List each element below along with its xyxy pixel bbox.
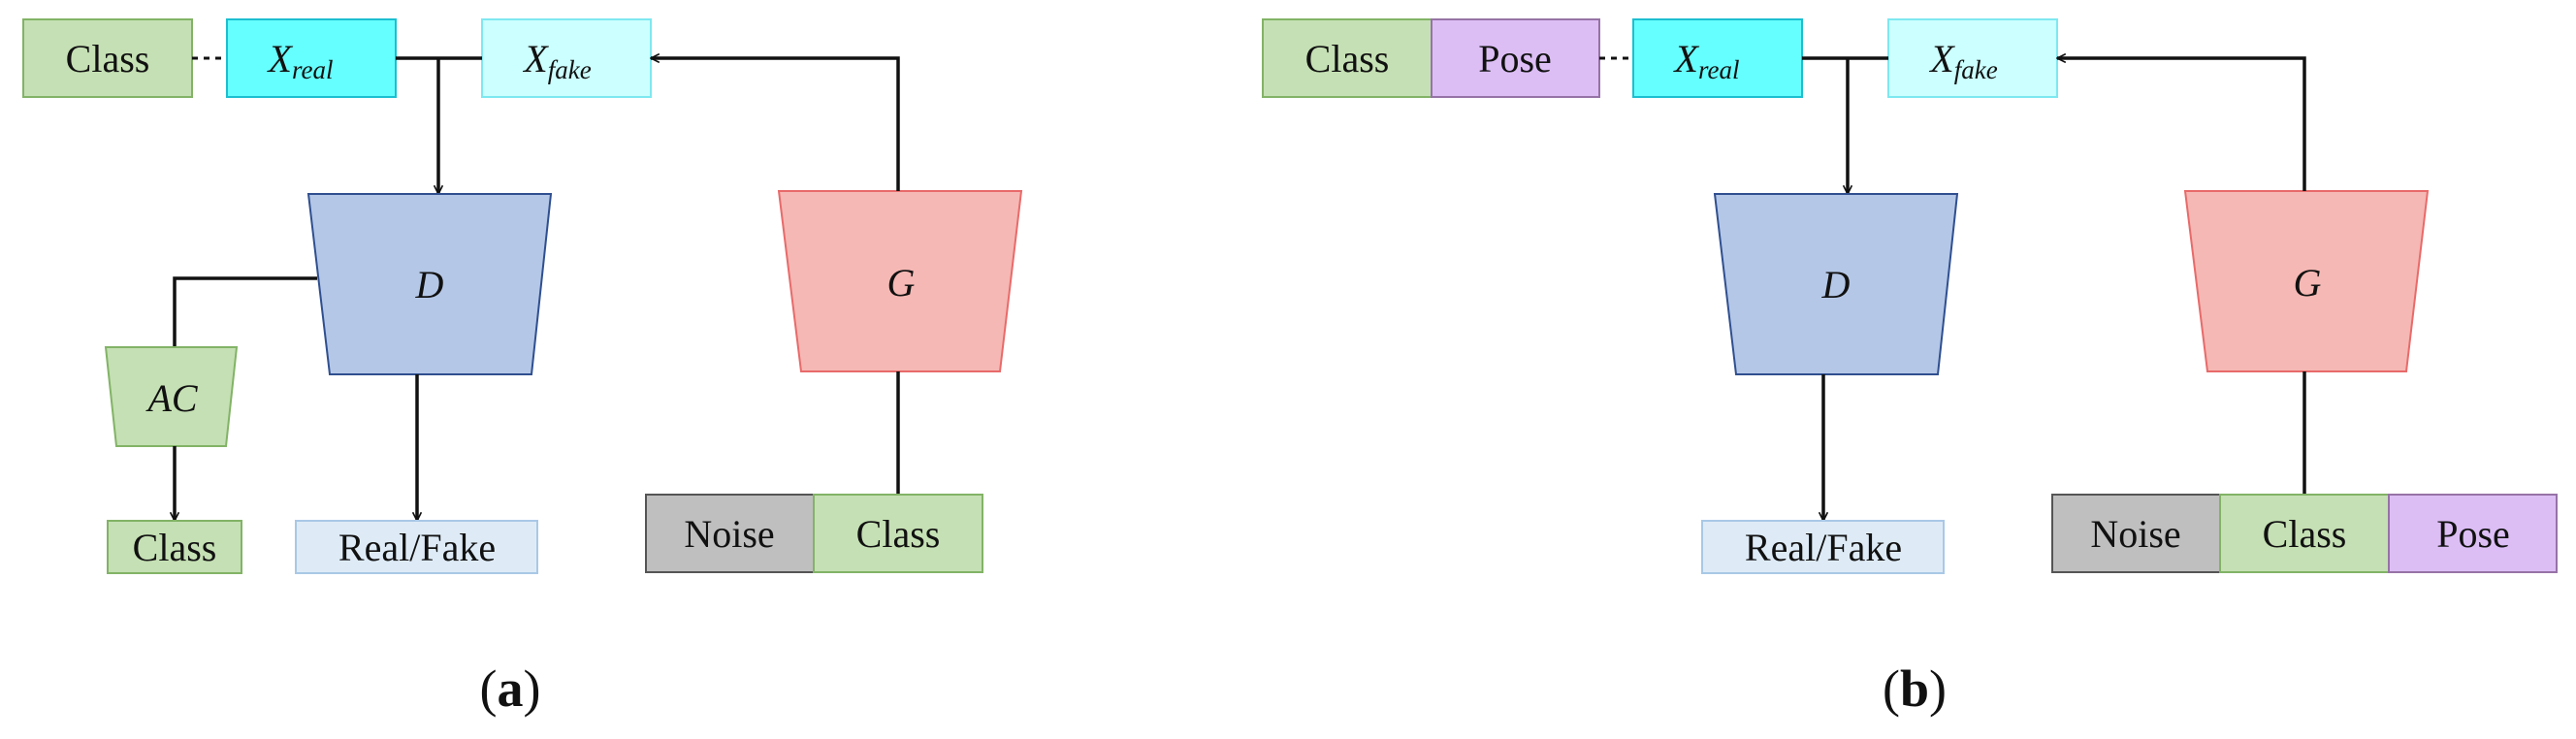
svg-text:G: G: [887, 261, 916, 305]
svg-text:Real/Fake: Real/Fake: [338, 526, 496, 569]
real-pose-box: Pose: [1431, 18, 1600, 98]
x-real-box: Xreal: [226, 18, 397, 98]
generator: G: [2183, 190, 2430, 372]
svg-text:Noise: Noise: [2090, 512, 2180, 556]
svg-text:Class: Class: [856, 512, 941, 556]
noise-box: Noise: [2051, 494, 2221, 573]
generator: G: [777, 190, 1023, 372]
svg-text:Pose: Pose: [2436, 512, 2510, 556]
discriminator: D: [1713, 193, 1959, 375]
svg-text:Pose: Pose: [1478, 37, 1552, 80]
svg-text:D: D: [415, 263, 444, 306]
class-output-box: Class: [107, 520, 242, 574]
x-fake-box: Xfake: [481, 18, 652, 98]
x-fake-box: Xfake: [1887, 18, 2058, 98]
discriminator-to-ac-line: [173, 276, 317, 347]
svg-text:Xreal: Xreal: [1673, 37, 1740, 84]
gen-class-box: Class: [813, 494, 983, 573]
discriminator: D: [306, 193, 553, 375]
real-fake-output-box: Real/Fake: [295, 520, 538, 574]
svg-text:Class: Class: [66, 37, 150, 80]
svg-text:Class: Class: [133, 526, 217, 569]
generator-to-fake-arrow: [2057, 58, 2306, 191]
svg-text:Class: Class: [2263, 512, 2347, 556]
panel-a: Class Xreal Xfake D AC: [22, 18, 1023, 718]
panel-b: Class Pose Xreal Xfake D Real/Fake G: [1262, 18, 2558, 718]
real-fake-output-box: Real/Fake: [1701, 520, 1945, 574]
gen-pose-box: Pose: [2388, 494, 2558, 573]
noise-box: Noise: [645, 494, 815, 573]
auxiliary-classifier: AC: [104, 346, 239, 447]
svg-text:Xreal: Xreal: [267, 37, 334, 84]
svg-text:D: D: [1821, 263, 1851, 306]
x-real-box: Xreal: [1632, 18, 1803, 98]
generator-to-fake-arrow: [651, 58, 900, 191]
caption-a: (a): [480, 659, 541, 718]
svg-text:Xfake: Xfake: [522, 37, 591, 84]
caption-b: (b): [1883, 659, 1947, 718]
svg-text:Class: Class: [1305, 37, 1390, 80]
svg-text:Real/Fake: Real/Fake: [1745, 526, 1902, 569]
real-class-box: Class: [22, 18, 193, 98]
svg-text:AC: AC: [145, 376, 198, 420]
svg-text:Xfake: Xfake: [1928, 37, 1997, 84]
svg-text:Noise: Noise: [684, 512, 774, 556]
real-class-box: Class: [1262, 18, 1433, 98]
svg-text:G: G: [2294, 261, 2322, 305]
gen-class-box: Class: [2219, 494, 2390, 573]
